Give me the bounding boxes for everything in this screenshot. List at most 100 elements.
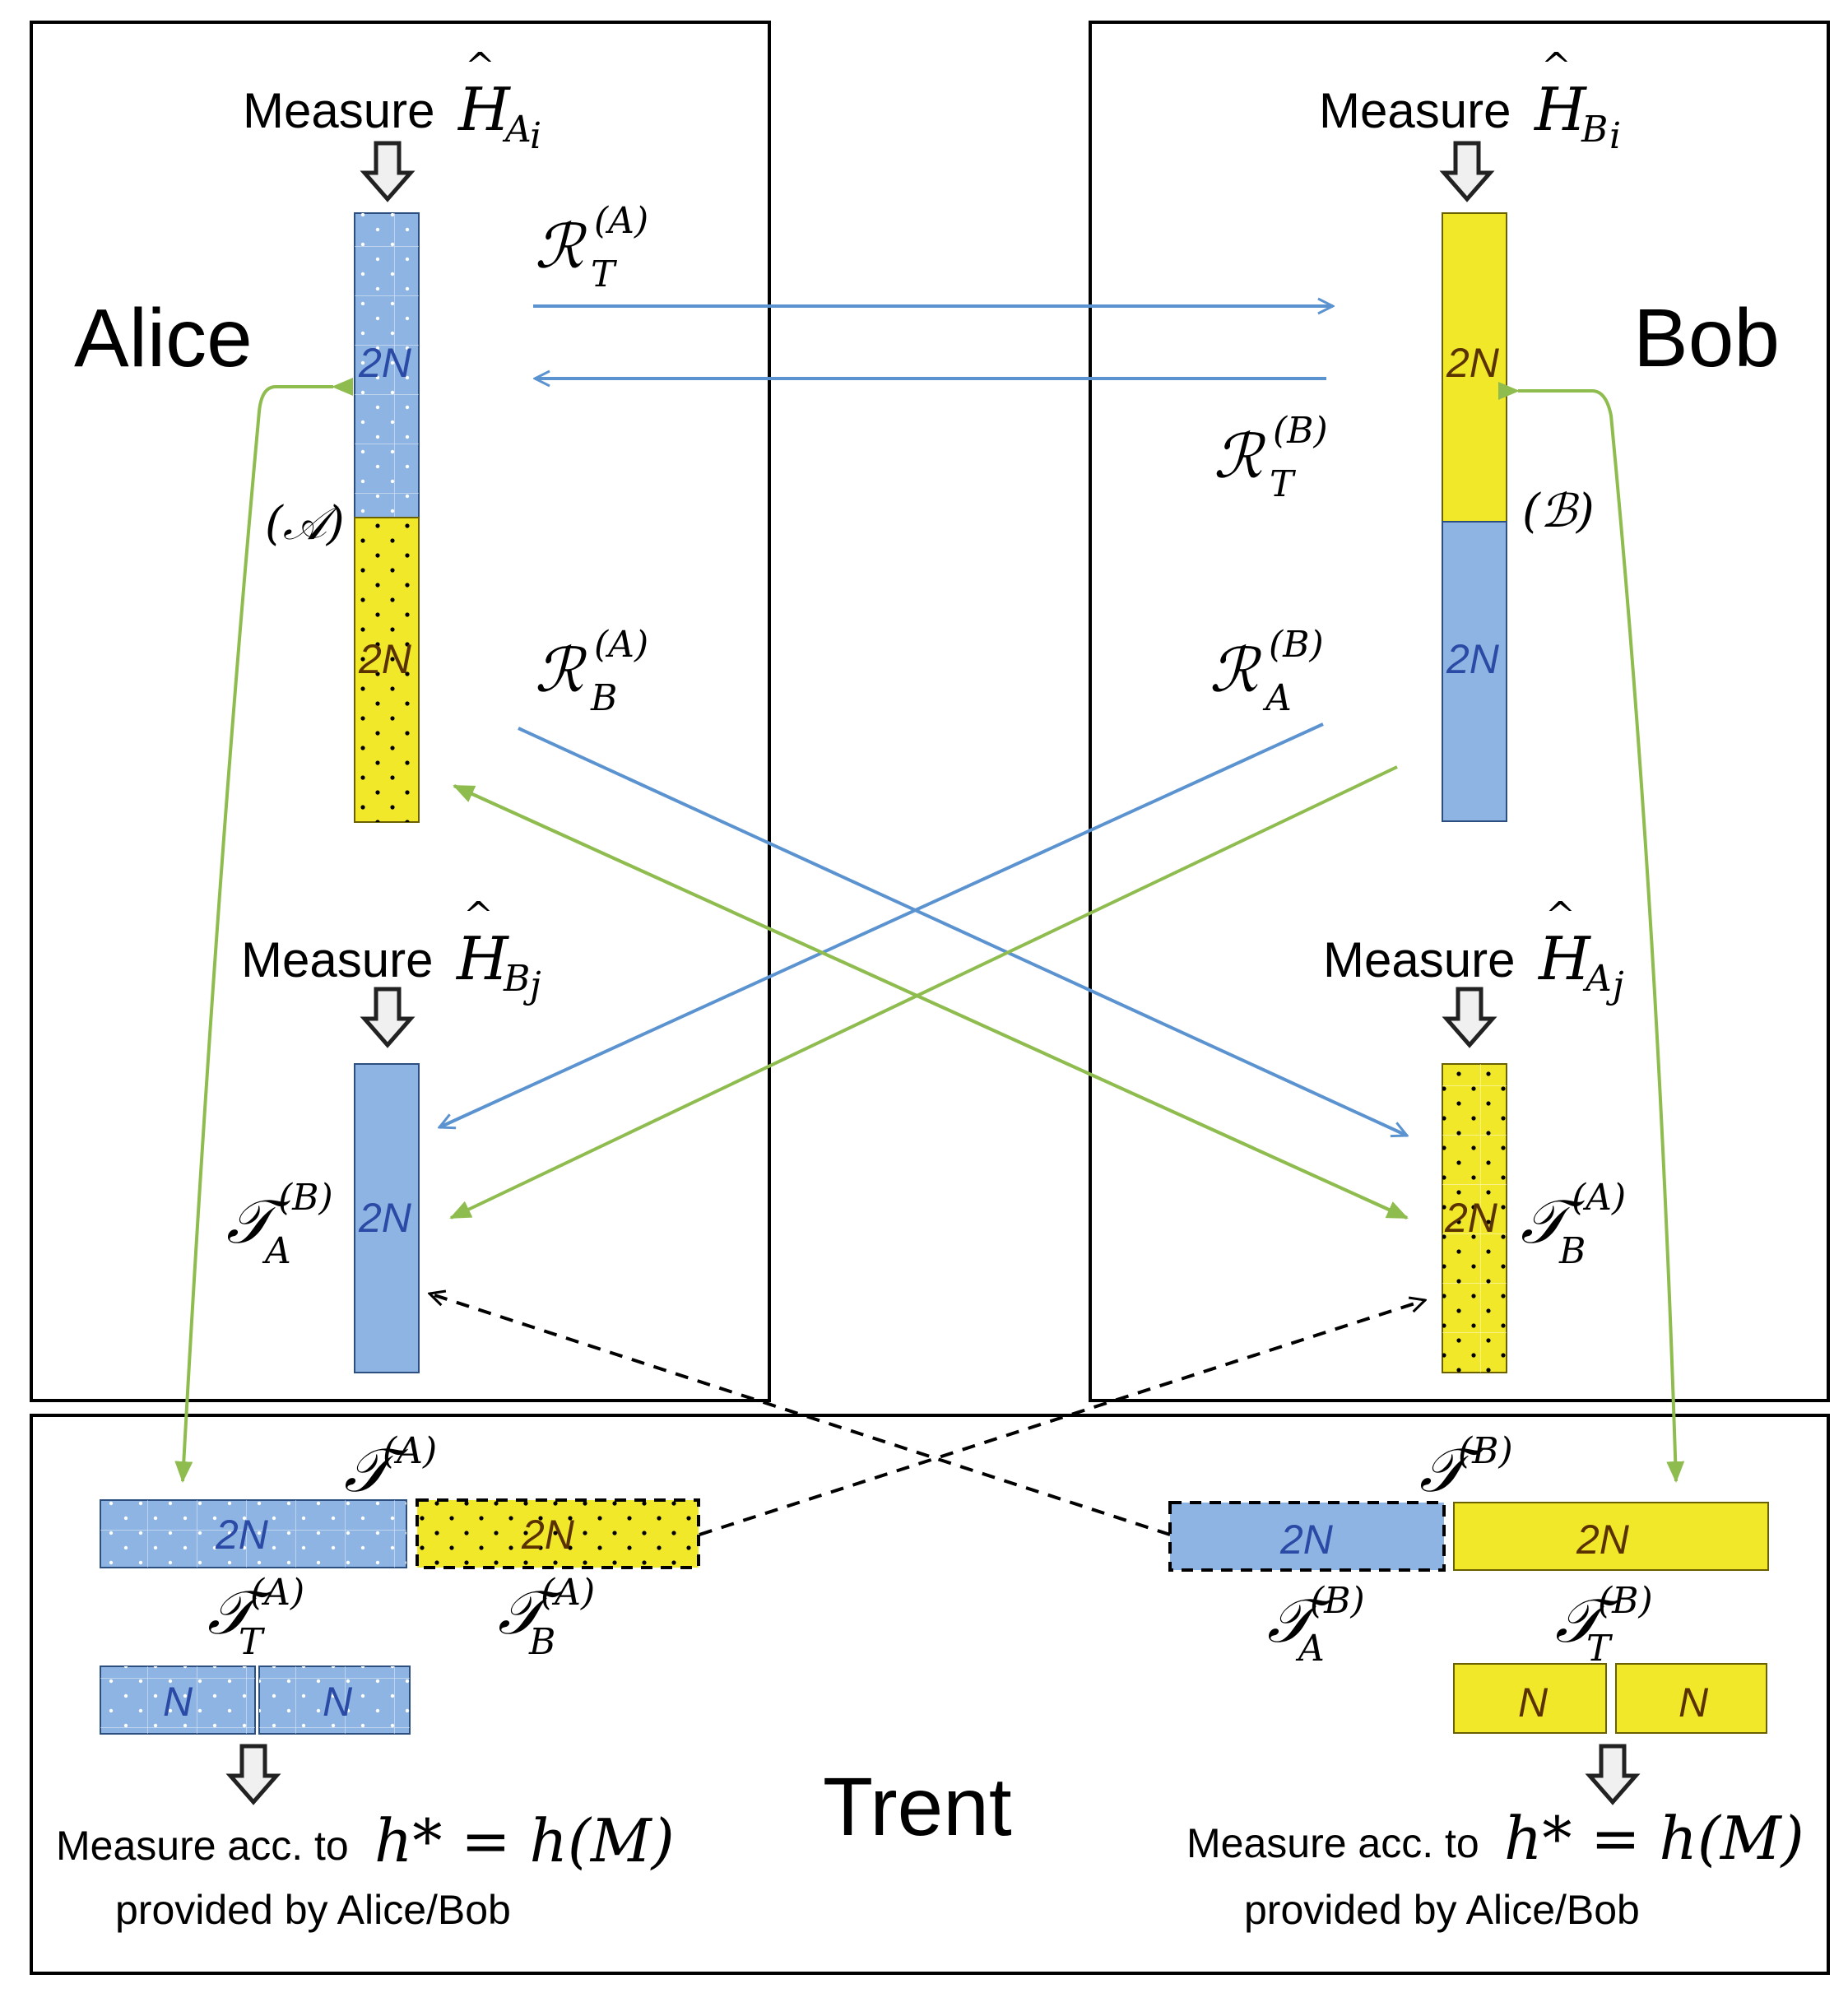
trent-left-half2-label: N (323, 1679, 353, 1725)
svg-text:ℛ: ℛ (535, 211, 587, 282)
trent-left-block1 (100, 1499, 407, 1568)
trent-left-block2 (416, 1498, 700, 1569)
svg-text:H: H (455, 924, 509, 993)
trent-right-block1-label: 2N (1279, 1517, 1334, 1563)
svg-text:h* = h(M): h* = h(M) (1504, 1804, 1804, 1873)
svg-text:Measure: Measure (1323, 932, 1515, 987)
svg-text:A: A (1262, 677, 1292, 719)
alice-register-column (354, 212, 420, 823)
svg-text:Measure: Measure (1319, 83, 1511, 138)
trent-left-half1-label: N (163, 1679, 193, 1725)
trent-left-half1 (100, 1665, 256, 1735)
svg-text:(A): (A) (250, 1572, 304, 1614)
bob-received-block-label: 2N (1444, 1195, 1498, 1241)
svg-text:(A): (A) (1572, 1177, 1626, 1219)
arrow-rb-a (518, 727, 1407, 1136)
svg-text:B: B (1581, 109, 1608, 151)
green-arrow-bob-to-alice (449, 765, 1398, 1219)
svg-text:B: B (528, 1621, 555, 1663)
bob-box (1089, 21, 1830, 1402)
svg-text:B: B (1558, 1230, 1586, 1272)
trent-right-sub1: 𝒯 A (B) (1267, 1580, 1365, 1670)
trent-left-sub2: 𝒯 B (A) (498, 1572, 595, 1663)
channel-ra-b-label: ℛ A (B) (1210, 624, 1324, 719)
svg-text:H: H (457, 75, 511, 144)
trent-left-half2 (258, 1665, 411, 1735)
trent-right-block1 (1168, 1501, 1446, 1572)
bob-name: Bob (1633, 292, 1780, 384)
svg-text:ℛ: ℛ (1214, 421, 1266, 492)
svg-text:(A): (A) (541, 1572, 595, 1614)
trent-left-note: Measure acc. to h* = h(M) provided by Al… (56, 1806, 675, 1933)
green-arrow-alice-trent (174, 378, 353, 1483)
svg-text:(B): (B) (1458, 1430, 1513, 1472)
trent-right-half1-label: N (1518, 1679, 1549, 1726)
svg-text:(B): (B) (278, 1177, 333, 1219)
trent-right-half1 (1453, 1663, 1607, 1734)
svg-text:(A): (A) (383, 1430, 437, 1472)
svg-text:^: ^ (1541, 45, 1572, 87)
bob-measure-bottom-arrow-icon (1446, 989, 1493, 1045)
svg-text:^: ^ (1545, 894, 1576, 936)
alice-box (30, 21, 771, 1402)
dashed-arrow-trent-to-alice (429, 1294, 1171, 1536)
svg-text:Measure acc. to: Measure acc. to (56, 1823, 349, 1869)
svg-text:B: B (503, 958, 530, 1000)
trent-box (30, 1414, 1830, 1975)
bob-measure-top-label: Measure H ^ B i (1319, 45, 1621, 157)
trent-right-block2 (1453, 1502, 1769, 1571)
svg-text:A: A (1295, 1628, 1325, 1670)
svg-text:ℛ: ℛ (535, 635, 587, 706)
svg-text:provided by Alice/Bob: provided by Alice/Bob (115, 1887, 511, 1933)
svg-text:(A): (A) (594, 200, 648, 242)
svg-text:(A): (A) (594, 624, 648, 666)
alice-measure-bottom-arrow-icon (364, 989, 411, 1045)
trent-right-title: 𝒯 (B) (1419, 1430, 1513, 1506)
svg-text:i: i (530, 115, 541, 157)
svg-text:Measure acc. to: Measure acc. to (1186, 1820, 1479, 1866)
svg-text:ℛ: ℛ (1210, 635, 1262, 706)
svg-text:provided by Alice/Bob: provided by Alice/Bob (1244, 1887, 1640, 1933)
trent-right-note: Measure acc. to h* = h(M) provided by Al… (1186, 1804, 1804, 1933)
dashed-arrow-trent-to-bob (699, 1300, 1425, 1536)
svg-text:^: ^ (463, 894, 494, 936)
trent-left-block2-label: 2N (521, 1512, 575, 1558)
bob-block-top-label: 2N (1446, 340, 1500, 386)
svg-text:A: A (1582, 958, 1612, 1000)
channel-rt-a-label: ℛ T (A) (535, 200, 648, 295)
trent-right-half2-label: N (1679, 1679, 1709, 1726)
channel-rb-a-label: ℛ B (A) (535, 624, 648, 719)
channel-rt-b-label: ℛ T (B) (1214, 410, 1328, 505)
alice-block-bottom-label: 2N (358, 636, 412, 682)
alice-block-top-label: 2N (358, 340, 412, 386)
alice-measure-top-arrow-icon (364, 143, 411, 199)
svg-text:T: T (1270, 463, 1297, 505)
svg-text:(B): (B) (1269, 624, 1324, 666)
trent-right-measure-arrow-icon (1590, 1746, 1636, 1802)
bob-received-label: 𝒯 B (A) (1521, 1177, 1626, 1272)
svg-text:(B): (B) (1273, 410, 1328, 452)
svg-text:^: ^ (465, 45, 495, 87)
svg-text:(B): (B) (1598, 1580, 1653, 1622)
alice-register-label: (𝒜) (265, 497, 345, 551)
trent-right-sub2: 𝒯 T (B) (1555, 1580, 1653, 1670)
bob-measure-top-arrow-icon (1444, 143, 1490, 199)
svg-text:T: T (1586, 1628, 1614, 1670)
alice-received-label: 𝒯 A (B) (226, 1177, 333, 1272)
svg-text:T: T (239, 1621, 266, 1663)
bob-block-bottom-label: 2N (1446, 636, 1500, 682)
alice-received-block (354, 1063, 420, 1373)
trent-right-block2-label: 2N (1576, 1517, 1630, 1563)
bob-register-label: (ℬ) (1522, 485, 1595, 538)
alice-measure-top-label: Measure H ^ A i (243, 45, 541, 157)
green-arrow-alice-start (453, 784, 1408, 1219)
svg-text:H: H (1533, 75, 1587, 144)
svg-text:Measure: Measure (243, 83, 434, 138)
alice-received-block-label: 2N (358, 1195, 412, 1241)
trent-name: Trent (823, 1761, 1012, 1853)
svg-text:Measure: Measure (241, 932, 433, 987)
svg-text:B: B (590, 677, 617, 719)
svg-text:(B): (B) (1310, 1580, 1365, 1622)
svg-text:A: A (502, 109, 532, 151)
